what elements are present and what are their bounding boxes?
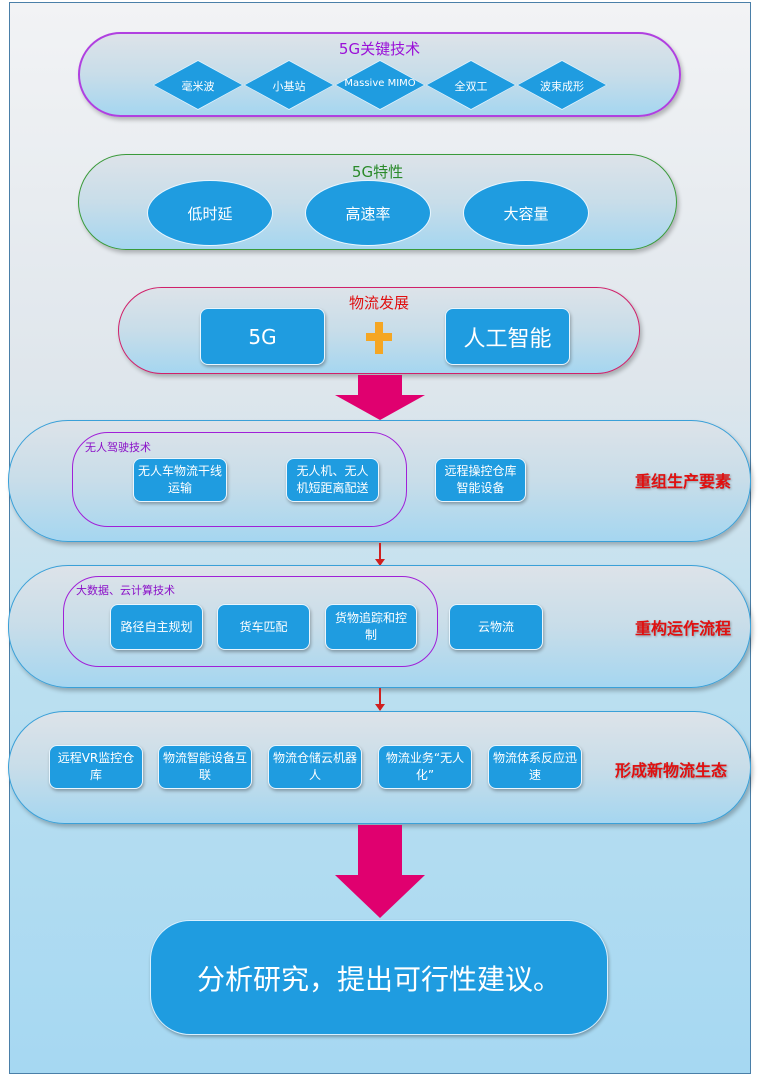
stage1-group-label: 无人驾驶技术 (85, 441, 151, 454)
key-tech-item: 波束成形 (540, 80, 584, 93)
stage2-label: 重构运作流程 (635, 619, 732, 638)
down-arrow-icon (335, 375, 425, 420)
stage2-item: 云物流 (449, 604, 543, 650)
logistics-title: 物流发展 (348, 294, 409, 312)
feature-item: 高速率 (305, 180, 431, 246)
down-arrow-icon (375, 543, 385, 566)
stage2-item: 货物追踪和控制 (325, 604, 417, 650)
stage2-group-label: 大数据、云计算技术 (76, 584, 175, 597)
stage3-item: 远程VR监控仓库 (49, 745, 143, 789)
feature-item: 大容量 (463, 180, 589, 246)
stage1-item: 无人机、无人机短距离配送 (286, 458, 379, 502)
stage2-group (63, 576, 438, 667)
down-arrow-icon (335, 825, 425, 918)
stage3-item: 物流仓储云机器人 (268, 745, 362, 789)
feature-item: 低时延 (147, 180, 273, 246)
stage2-item: 路径自主规划 (110, 604, 203, 650)
key-tech-item: 全双工 (454, 80, 488, 93)
key-tech-item: 小基站 (272, 80, 306, 93)
stage1-item: 远程操控仓库智能设备 (435, 458, 526, 502)
key-tech-title: 5G关键技术 (338, 40, 421, 58)
key-tech-item: 毫米波 (181, 80, 215, 93)
conclusion-box: 分析研究，提出可行性建议。 (150, 920, 608, 1035)
stage3-item: 物流体系反应迅速 (488, 745, 582, 789)
stage1-item: 无人车物流干线运输 (133, 458, 227, 502)
stage3-label: 形成新物流生态 (615, 761, 728, 780)
stage1-label: 重组生产要素 (635, 472, 732, 491)
stage2-item: 货车匹配 (217, 604, 310, 650)
stage1-group (72, 432, 407, 527)
key-tech-item: Massive MIMO (344, 78, 416, 89)
5g-box: 5G (200, 308, 325, 365)
ai-box: 人工智能 (445, 308, 570, 365)
stage3-item: 物流智能设备互联 (158, 745, 252, 789)
down-arrow-icon (375, 688, 385, 711)
stage3-item: 物流业务“无人化” (378, 745, 472, 789)
plus-icon (366, 322, 392, 354)
features-title: 5G特性 (351, 163, 404, 181)
